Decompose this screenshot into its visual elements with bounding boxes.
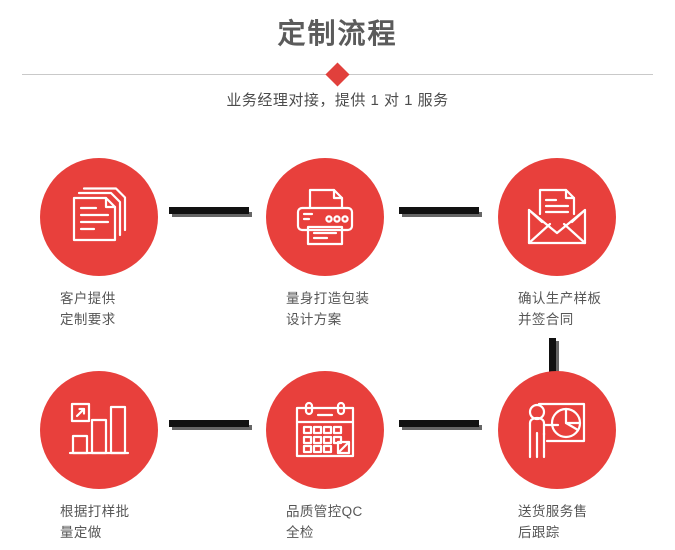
connector-bar bbox=[399, 207, 479, 214]
step-label: 量身打造包装 设计方案 bbox=[286, 291, 370, 327]
connector-bar bbox=[549, 338, 556, 378]
connector-step4-step5 bbox=[169, 420, 252, 432]
page-subtitle: 业务经理对接，提供 1 对 1 服务 bbox=[226, 92, 449, 109]
connector-shadow bbox=[554, 341, 559, 381]
page-title: 定制流程 bbox=[277, 18, 398, 49]
connector-step1-step2 bbox=[169, 207, 252, 219]
connector-shadow bbox=[172, 425, 252, 430]
connector-bar bbox=[399, 420, 479, 427]
connector-shadow bbox=[172, 212, 252, 217]
connector-shadow bbox=[402, 212, 482, 217]
step-label: 客户提供 定制要求 bbox=[60, 291, 116, 327]
step-circle bbox=[40, 371, 158, 489]
step-label: 根据打样批 量定做 bbox=[60, 504, 130, 540]
step-circle bbox=[266, 158, 384, 276]
connector-shadow bbox=[402, 425, 482, 430]
step-circle bbox=[498, 371, 616, 489]
step-circle bbox=[40, 158, 158, 276]
connector-step2-step3 bbox=[399, 207, 482, 219]
step-label: 送货服务售 后跟踪 bbox=[518, 504, 588, 540]
step-circle bbox=[266, 371, 384, 489]
connector-step3-step6 bbox=[549, 338, 561, 381]
step-label: 品质管控QC 全检 bbox=[286, 504, 363, 540]
divider bbox=[0, 61, 675, 88]
header-section: 定制流程 业务经理对接，提供 1 对 1 服务 bbox=[0, 0, 675, 130]
step-label: 确认生产样板 并签合同 bbox=[518, 291, 602, 327]
connector-bar bbox=[169, 207, 249, 214]
connector-bar bbox=[169, 420, 249, 427]
connector-step5-step6 bbox=[399, 420, 482, 432]
step-circle bbox=[498, 158, 616, 276]
